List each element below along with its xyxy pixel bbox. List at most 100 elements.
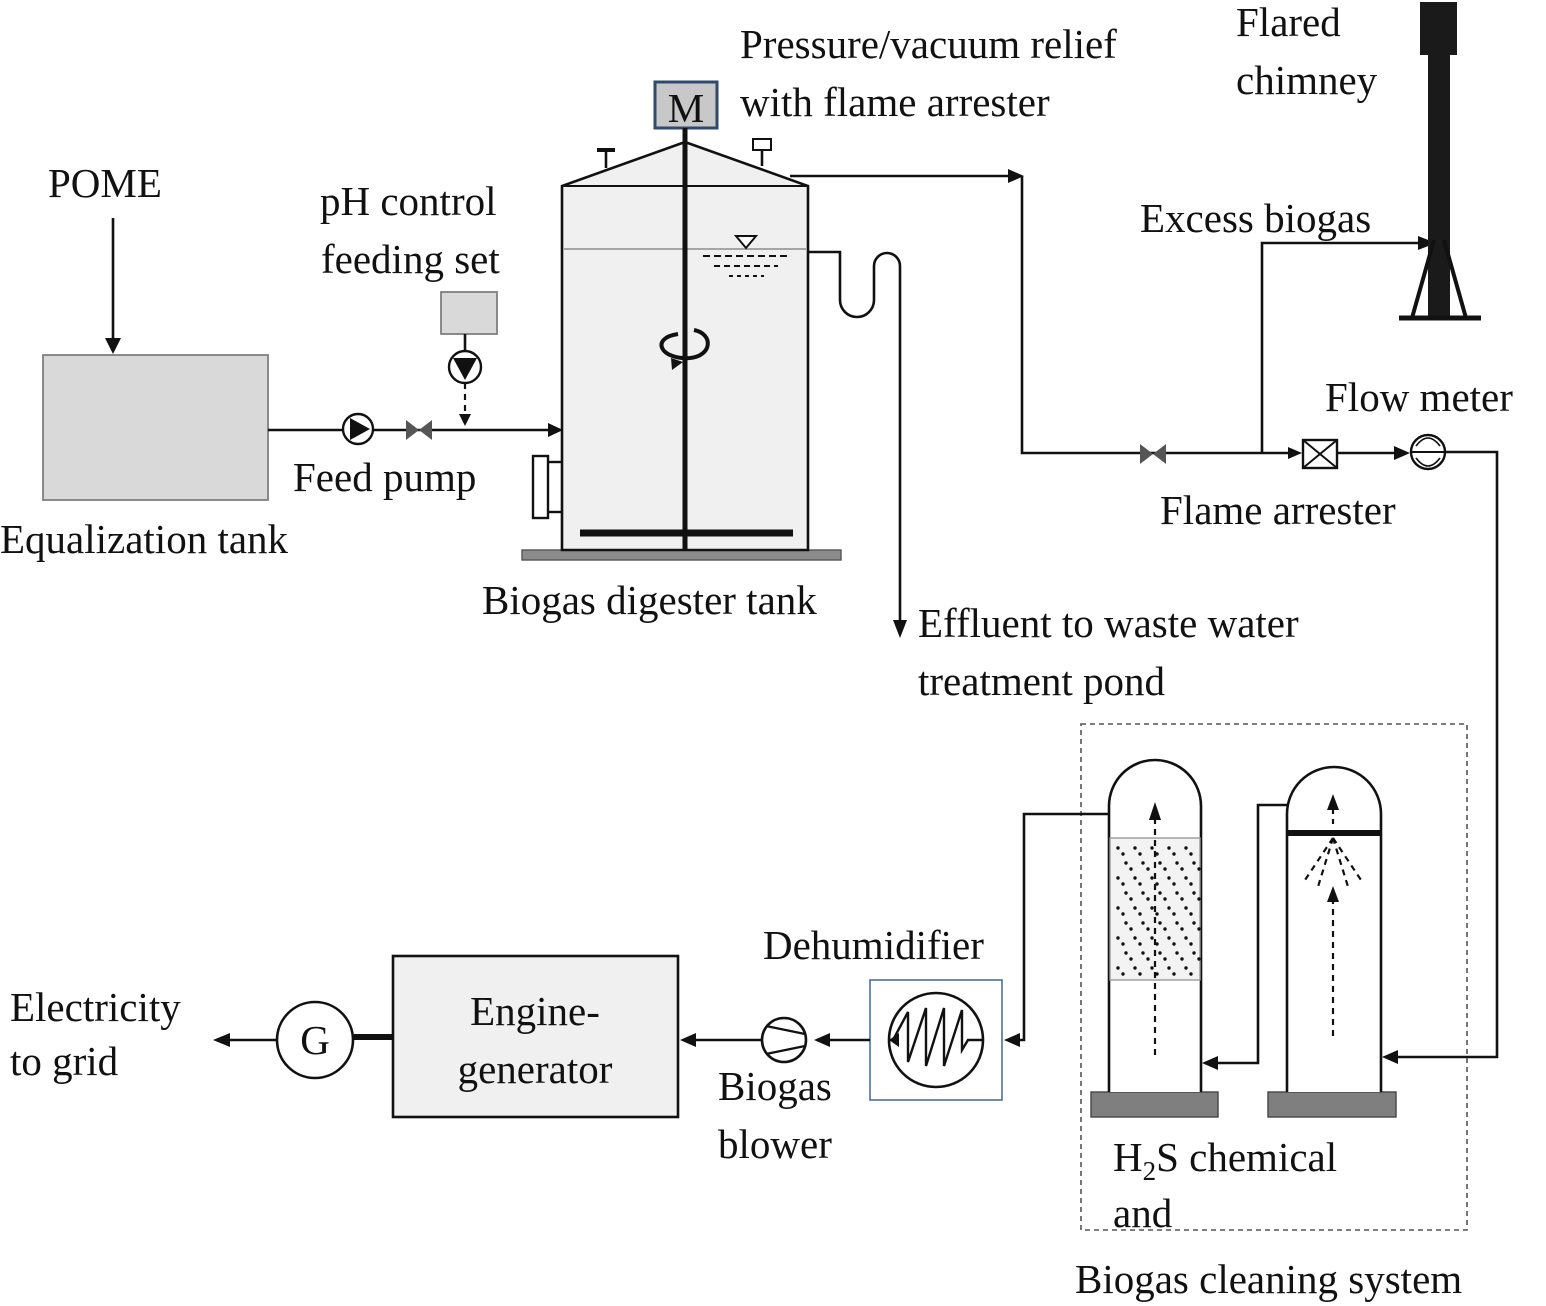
flame-arrester-icon — [1301, 438, 1339, 470]
packing-media-dot — [1138, 942, 1142, 946]
to-cleaning-line — [1398, 450, 1499, 1059]
packing-media-dot — [1172, 942, 1176, 946]
packing-media-dot — [1197, 927, 1201, 931]
packing-media-dot — [1141, 861, 1145, 865]
packing-media-dot — [1184, 936, 1188, 940]
packing-media-dot — [1124, 951, 1128, 955]
packing-media-dot — [1116, 876, 1120, 880]
packing-media-dot — [1175, 891, 1179, 895]
cleaned-gas-line — [1018, 812, 1109, 1042]
packing-media-dot — [1192, 891, 1196, 895]
packing-media-dot — [1163, 867, 1167, 871]
packing-media-dot — [1158, 921, 1162, 925]
excess-biogas-line — [1260, 241, 1420, 453]
engine-inlet-arrowhead — [680, 1033, 696, 1047]
engine-label-line2: generator — [458, 1046, 613, 1092]
chemical-scrubber-column — [1267, 765, 1397, 1118]
packing-media-dot — [1189, 882, 1193, 886]
packing-media-dot — [1138, 972, 1142, 976]
blower-label-line2: blower — [718, 1121, 832, 1167]
packing-media-dot — [1150, 876, 1154, 880]
packing-media-dot — [1167, 846, 1171, 850]
packing-media-dot — [1167, 966, 1171, 970]
flame-arrester-inlet-arrowhead — [1288, 447, 1302, 459]
effluent-overflow-line — [808, 250, 902, 622]
electricity-label-line1: Electricity — [10, 984, 181, 1030]
ph-control-label-line1: pH control — [320, 178, 497, 224]
packing-media-dot — [1133, 906, 1137, 910]
feed-line-arrowhead — [548, 423, 563, 437]
packing-media-dot — [1192, 951, 1196, 955]
flame-arrester-label: Flame arrester — [1160, 487, 1396, 533]
biogas-blower-icon — [760, 1016, 808, 1064]
packing-media-dot — [1175, 861, 1179, 865]
packing-media-dot — [1184, 846, 1188, 850]
packing-media-dot — [1150, 936, 1154, 940]
flared-chimney-label-line1: Flared — [1236, 0, 1341, 45]
packing-media-dot — [1150, 966, 1154, 970]
packing-media-dot — [1129, 867, 1133, 871]
packing-media-dot — [1146, 957, 1150, 961]
engine-label-line1: Engine- — [470, 988, 600, 1034]
cleaning-system-boundary — [1080, 723, 1468, 1231]
pressure-vacuum-relief-valve — [752, 138, 772, 166]
packing-media-dot — [1189, 852, 1193, 856]
packing-media-dot — [1180, 897, 1184, 901]
packing-media-dot — [1155, 852, 1159, 856]
packing-media-dot — [1158, 891, 1162, 895]
packing-media-dot — [1167, 876, 1171, 880]
packing-media-dot — [1116, 906, 1120, 910]
engine-generator — [391, 954, 680, 1119]
packing-media-dot — [1172, 912, 1176, 916]
packed-bed-column — [1090, 758, 1219, 1118]
biogas-outlet-arrowhead — [1008, 169, 1024, 183]
packing-media-dot — [1158, 951, 1162, 955]
feed-pump-icon — [341, 412, 375, 446]
packing-media-dot — [1155, 972, 1159, 976]
liquid-level-symbol-icon — [703, 235, 790, 277]
pome-label: POME — [48, 160, 162, 206]
packing-media-dot — [1121, 852, 1125, 856]
packing-media-dot — [1129, 927, 1133, 931]
excess-biogas-arrowhead — [1418, 236, 1436, 250]
packing-media-dot — [1116, 846, 1120, 850]
flow-meter-icon — [1409, 433, 1447, 471]
packing-media-dot — [1124, 921, 1128, 925]
packing-media-dot — [1150, 846, 1154, 850]
generator-letter: G — [300, 1017, 330, 1063]
packing-media-dot — [1184, 876, 1188, 880]
effluent-arrowhead — [893, 620, 907, 638]
packing-media-dot — [1155, 912, 1159, 916]
packing-media-dot — [1138, 852, 1142, 856]
packing-media-dot — [1172, 882, 1176, 886]
electricity-arrowhead — [213, 1033, 230, 1047]
packing-media-dot — [1197, 957, 1201, 961]
equalization-tank — [42, 354, 269, 501]
blower-inlet-arrowhead — [814, 1033, 830, 1047]
blower-label-line1: Biogas — [718, 1063, 832, 1109]
packing-media-dot — [1155, 882, 1159, 886]
packing-media-dot — [1192, 921, 1196, 925]
packing-media-dot — [1133, 876, 1137, 880]
pressure-relief-label-line2: with flame arrester — [740, 79, 1050, 125]
packing-media-dot — [1192, 861, 1196, 865]
ph-control-label-line2: feeding set — [321, 236, 500, 282]
effluent-label-line2: treatment pond — [918, 658, 1165, 704]
ph-dosing-pump-icon — [447, 349, 483, 385]
digester-base — [521, 549, 842, 561]
packing-media-dot — [1158, 861, 1162, 865]
packing-media-dot — [1141, 921, 1145, 925]
packing-media-dot — [1184, 966, 1188, 970]
electricity-label-line2: to grid — [10, 1038, 118, 1084]
packing-media-dot — [1197, 867, 1201, 871]
packing-media-dot — [1124, 891, 1128, 895]
biogas-valve-icon — [1140, 444, 1166, 464]
packing-media-dot — [1133, 936, 1137, 940]
flow-meter-label: Flow meter — [1325, 374, 1513, 420]
packing-media-dot — [1146, 867, 1150, 871]
packing-media-dot — [1121, 942, 1125, 946]
packing-media-dot — [1172, 852, 1176, 856]
effluent-label-line1: Effluent to waste water — [918, 600, 1299, 646]
packing-media-dot — [1133, 846, 1137, 850]
